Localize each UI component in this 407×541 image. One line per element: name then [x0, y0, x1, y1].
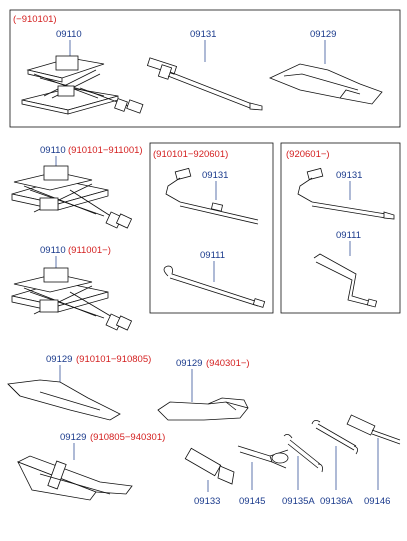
wrench-09136a [311, 420, 358, 455]
label-09145: 09145 [239, 496, 265, 507]
tool-bag-09129-bag3 [17, 455, 133, 501]
pliers-09145 [237, 445, 289, 469]
jack-handle-09131-right [297, 167, 395, 220]
label-09111-mid: 09111 [200, 250, 225, 261]
label-09129-top: 09129 [310, 29, 336, 40]
label-09129-bag1-range: (910101−910805) [76, 354, 151, 365]
jack-handle-09131-mid [165, 167, 259, 225]
tool-bag-09129-bag1 [7, 379, 121, 421]
label-09129-bag2-code: 09129 [176, 358, 202, 369]
box-top-range: (−910101) [13, 14, 57, 25]
label-09110-jack3-range: (911001−) [68, 245, 111, 256]
scissor-jack-top [21, 55, 144, 115]
label-09110-jack2-range: (910101−911001) [68, 145, 143, 156]
extension-rod-09111-mid [163, 265, 266, 308]
box-top-frame [9, 9, 401, 128]
label-09136a: 09136A [320, 496, 353, 507]
wrench-09135a [283, 434, 323, 473]
box-mid-range: (910101−920601) [153, 149, 228, 160]
extension-rod-09111-right [313, 253, 378, 308]
scissor-jack-3 [11, 267, 133, 331]
label-09131-top: 09131 [190, 29, 216, 40]
socket-tool-09133 [184, 447, 235, 485]
box-right-range: (920601−) [286, 149, 330, 160]
label-09146: 09146 [364, 496, 390, 507]
tool-bag-09129-top [268, 63, 383, 105]
tool-bag-09129-bag2 [157, 397, 249, 421]
scissor-jack-2 [11, 165, 133, 229]
jack-handle-09131-top [146, 57, 263, 111]
box-right-frame [280, 142, 401, 314]
screwdriver-09146 [346, 414, 401, 445]
label-09135a: 09135A [282, 496, 315, 507]
label-09129-bag2-range: (940301−) [206, 358, 250, 369]
label-09129-bag3-range: (910805−940301) [90, 432, 165, 443]
label-09131-right: 09131 [336, 170, 362, 181]
label-09129-bag3-code: 09129 [60, 432, 86, 443]
label-09111-right: 09111 [336, 230, 361, 241]
label-09131-mid: 09131 [202, 170, 228, 181]
label-09110-top: 09110 [56, 29, 82, 40]
label-09133: 09133 [194, 496, 220, 507]
label-09129-bag1-code: 09129 [46, 354, 72, 365]
label-09110-jack2-code: 09110 [40, 145, 66, 156]
box-mid-frame [149, 142, 274, 314]
label-09110-jack3-code: 09110 [40, 245, 66, 256]
